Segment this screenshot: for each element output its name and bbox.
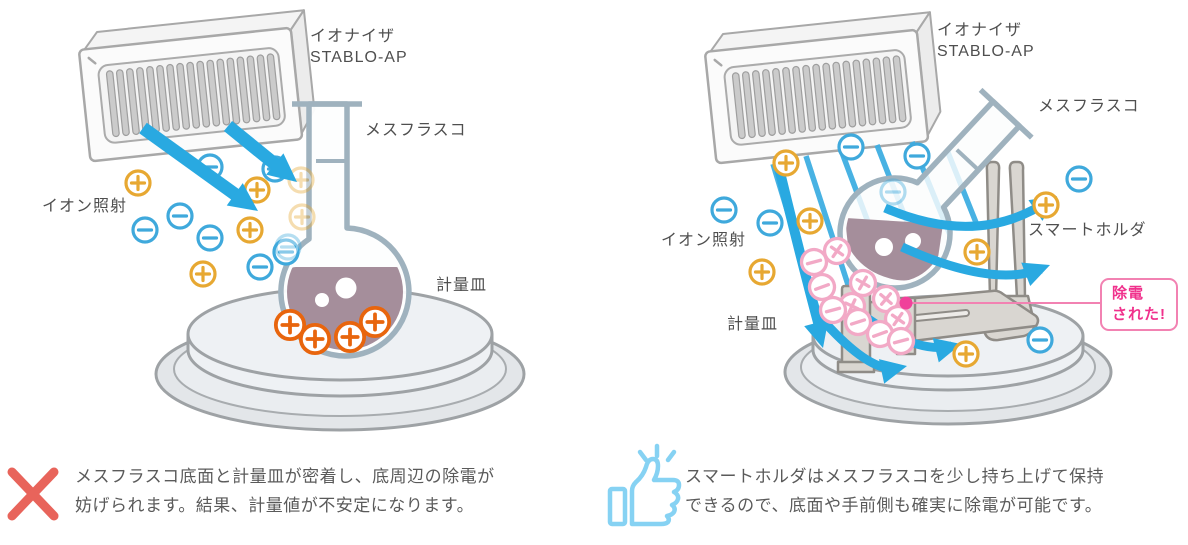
right-ion-spray-label: イオン照射 [661, 232, 747, 249]
left-ion-arrows [139, 120, 306, 223]
ionizer-unit [75, 8, 319, 163]
left-caption-line2: 妨げられます。結果、計量値が不安定になります。 [75, 496, 475, 515]
right-ionizer-label-line1: イオナイザ [937, 22, 1023, 39]
left-ionizer-label-line2: STABLO-AP [310, 49, 408, 66]
left-ion-spray-label: イオン照射 [42, 198, 128, 215]
x-mark-icon [7, 467, 59, 521]
callout-line2: された! [1112, 306, 1166, 323]
right-faded-ion-behind-glass [879, 178, 907, 206]
right-caption-line2: できるので、底面や手前側も確実に除電が可能です。 [685, 496, 1103, 515]
illustration-canvas [75, 8, 1113, 432]
left-ionizer-label: イオナイザ STABLO-AP [310, 26, 408, 68]
right-pan-label: 計量皿 [727, 316, 779, 333]
left-flask-label: メスフラスコ [365, 122, 467, 139]
left-caption-line1: メスフラスコ底面と計量皿が密着し、底周辺の除電が [75, 467, 495, 486]
left-volumetric-flask [278, 101, 412, 359]
panel-left-illustration [75, 8, 526, 432]
callout-line1: 除電 [1112, 285, 1145, 302]
right-ionizer-label: イオナイザ STABLO-AP [937, 20, 1035, 62]
ionizer-unit [701, 10, 945, 165]
panel-right-illustration [701, 10, 1113, 426]
discharge-point-dot [899, 296, 913, 310]
right-caption: スマートホルダはメスフラスコを少し持ち上げて保持 できるので、底面や手前側も確実… [685, 462, 1104, 520]
right-ionizer-label-line2: STABLO-AP [937, 43, 1035, 60]
left-caption: メスフラスコ底面と計量皿が密着し、底周辺の除電が 妨げられます。結果、計量値が不… [75, 462, 495, 520]
right-flask-liquid [846, 218, 943, 281]
discharged-callout: 除電 された! [1100, 278, 1178, 331]
left-pan-label: 計量皿 [436, 277, 488, 294]
left-ionizer-label-line1: イオナイザ [310, 28, 396, 45]
right-caption-line1: スマートホルダはメスフラスコを少し持ち上げて保持 [685, 467, 1105, 486]
right-holder-label: スマートホルダ [1028, 222, 1147, 239]
thumbs-up-icon [607, 443, 682, 527]
right-flask-label: メスフラスコ [1038, 98, 1140, 115]
